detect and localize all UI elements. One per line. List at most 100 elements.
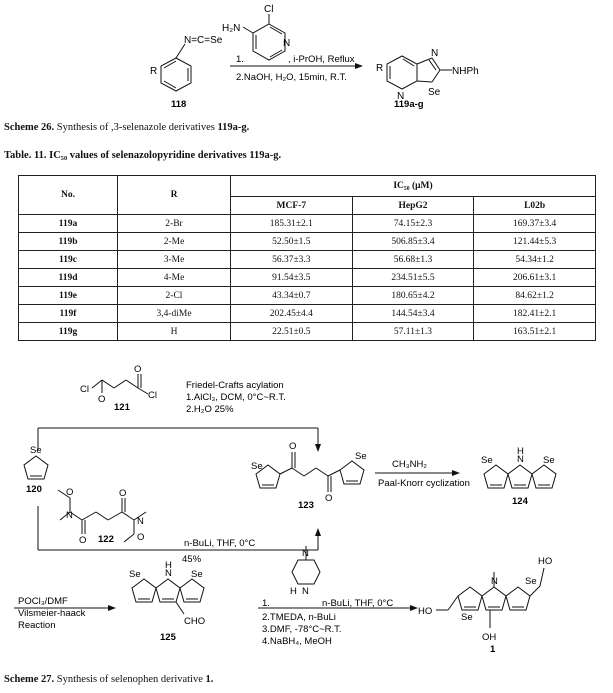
atom-n: N — [302, 548, 309, 559]
atom-cl: Cl — [80, 384, 89, 395]
reagent-step1: , i-PrOH, Reflux — [288, 54, 355, 65]
hydroxyl-label: OH — [482, 632, 496, 643]
scheme-27-caption-text: Synthesis of selenophen derivative — [54, 674, 206, 685]
hepg2-value: 57.11±1.3 — [351, 322, 475, 341]
mcf7-value: 91.54±3.5 — [230, 268, 353, 287]
atom-se: Se — [461, 612, 473, 623]
atom-n: N — [165, 568, 172, 579]
reagent-step2: 2.NaOH, H₂O, 15min, R.T. — [236, 72, 347, 83]
compound-120-label: 120 — [26, 484, 42, 495]
final-step3: 3.DMF, -78°C~R.T. — [262, 624, 342, 635]
compound-id: 119e — [18, 286, 118, 305]
column-header-ic50: IC₅₀ (μM) — [230, 175, 596, 197]
final-step1-number: 1. — [262, 598, 270, 609]
table-row: 119a 2-Br 185.31±2.1 74.15±2.3 169.37±3.… — [18, 214, 596, 233]
hepg2-value: 56.68±1.3 — [351, 250, 475, 269]
hepg2-value: 74.15±2.3 — [351, 214, 475, 233]
chloro-label: Cl — [264, 4, 273, 15]
compound-122-label: 122 — [98, 534, 114, 545]
nhph-label: NHPh — [452, 66, 479, 77]
atom-n: N — [66, 510, 73, 521]
atom-se: Se — [30, 445, 42, 456]
hydroxyl-label: HO — [418, 606, 432, 617]
final-step1: n-BuLi, THF, 0°C — [322, 598, 393, 609]
r-substituent-label: R — [376, 63, 383, 74]
aldehyde-label: CHO — [184, 616, 205, 627]
selenazole-se-label: Se — [428, 87, 441, 98]
hepg2-value: 144.54±3.4 — [351, 304, 475, 323]
l02b-value: 54.34±1.2 — [473, 250, 596, 269]
friedel-crafts-step1: 1.AlCl₃, DCM, 0°C~R.T. — [186, 392, 286, 403]
l02b-value: 163.51±2.1 — [473, 322, 596, 341]
atom-n: N — [491, 576, 498, 587]
substituent: 3-Me — [117, 250, 231, 269]
isoselenocyanate-label: N=C=Se — [184, 35, 223, 46]
paal-knorr-label: Paal-Knorr cyclization — [378, 478, 470, 489]
l02b-value: 182.41±2.1 — [473, 304, 596, 323]
reagent-step1-number: 1. — [236, 54, 244, 65]
atom-h: H — [165, 560, 172, 571]
atom-o: O — [289, 441, 296, 452]
l02b-value: 169.37±3.4 — [473, 214, 596, 233]
atom-h: H — [290, 586, 297, 597]
hepg2-value: 234.51±5.5 — [351, 268, 475, 287]
mcf7-value: 22.51±0.5 — [230, 322, 353, 341]
atom-o: O — [134, 364, 141, 375]
compound-119-label: 119a-g — [394, 99, 424, 110]
hepg2-value: 180.65±4.2 — [351, 286, 475, 305]
hydroxyl-label: HO — [538, 556, 552, 567]
atom-se: Se — [251, 461, 263, 472]
substituent: 2-Me — [117, 232, 231, 251]
table-row: 119e 2-Cl 43.34±0.7 180.65±4.2 84.62±1.2 — [18, 286, 596, 305]
column-header-hepg2: HepG2 — [351, 196, 475, 215]
mcf7-value: 56.37±3.3 — [230, 250, 353, 269]
mcf7-value: 185.31±2.1 — [230, 214, 353, 233]
compound-id: 119d — [18, 268, 118, 287]
table-row: 119f 3,4-diMe 202.45±4.4 144.54±3.4 182.… — [18, 304, 596, 323]
atom-n: N — [517, 454, 524, 465]
mcf7-value: 43.34±0.7 — [230, 286, 353, 305]
scheme-26-caption-compounds: 119a-g. — [217, 122, 250, 133]
atom-se: Se — [129, 569, 141, 580]
l02b-value: 121.44±5.3 — [473, 232, 596, 251]
atom-o: O — [98, 394, 105, 405]
substituent: H — [117, 322, 231, 341]
compound-123-label: 123 — [298, 500, 314, 511]
compound-1-label: 1 — [490, 644, 496, 655]
table-row: 119d 4-Me 91.54±3.5 234.51±5.5 206.61±3.… — [18, 268, 596, 287]
friedel-crafts-title: Friedel-Crafts acylation — [186, 380, 284, 391]
pyridine-n-label: N — [283, 38, 290, 49]
table-row: 119b 2-Me 52.50±1.5 506.85±3.4 121.44±5.… — [18, 232, 596, 251]
column-header-r: R — [117, 175, 231, 215]
l02b-value: 206.61±3.1 — [473, 268, 596, 287]
column-header-mcf7: MCF-7 — [230, 196, 353, 215]
compound-id: 119a — [18, 214, 118, 233]
substituent: 4-Me — [117, 268, 231, 287]
mcf7-value: 202.45±4.4 — [230, 304, 353, 323]
substituent: 2-Br — [117, 214, 231, 233]
substituent: 2-Cl — [117, 286, 231, 305]
column-header-l02b: L02b — [473, 196, 596, 215]
scheme-27-caption: Scheme 27. Synthesis of selenophen deriv… — [4, 674, 213, 685]
compound-124-label: 124 — [512, 496, 529, 507]
scheme-26-caption-prefix: Scheme 26. — [4, 122, 55, 133]
atom-o: O — [137, 532, 144, 543]
atom-o: O — [119, 488, 126, 499]
atom-se: Se — [191, 569, 203, 580]
product-n-label: N — [397, 91, 404, 102]
compound-id: 119c — [18, 250, 118, 269]
vilsmeier-name: Vilsmeier-haack — [18, 608, 86, 619]
r-substituent-label: R — [150, 66, 157, 77]
atom-se: Se — [525, 576, 537, 587]
atom-n: N — [137, 516, 144, 527]
friedel-crafts-step2: 2.H₂O 25% — [186, 404, 234, 415]
table-row: 119c 3-Me 56.37±3.3 56.68±1.3 54.34±1.2 — [18, 250, 596, 269]
scheme-27-caption-prefix: Scheme 27. — [4, 674, 55, 685]
scheme-26-drawing: R N=C=Se H₂N Cl N 1. , i-PrOH, Reflux 2.… — [150, 4, 479, 110]
atom-o: O — [325, 493, 332, 504]
compound-id: 119f — [18, 304, 118, 323]
column-header-no: No. — [18, 175, 118, 215]
atom-h: H — [517, 446, 524, 457]
scheme-26-caption-text: Synthesis of ,3-selenazole derivatives — [54, 122, 218, 133]
vilsmeier-reaction: Reaction — [18, 620, 56, 631]
